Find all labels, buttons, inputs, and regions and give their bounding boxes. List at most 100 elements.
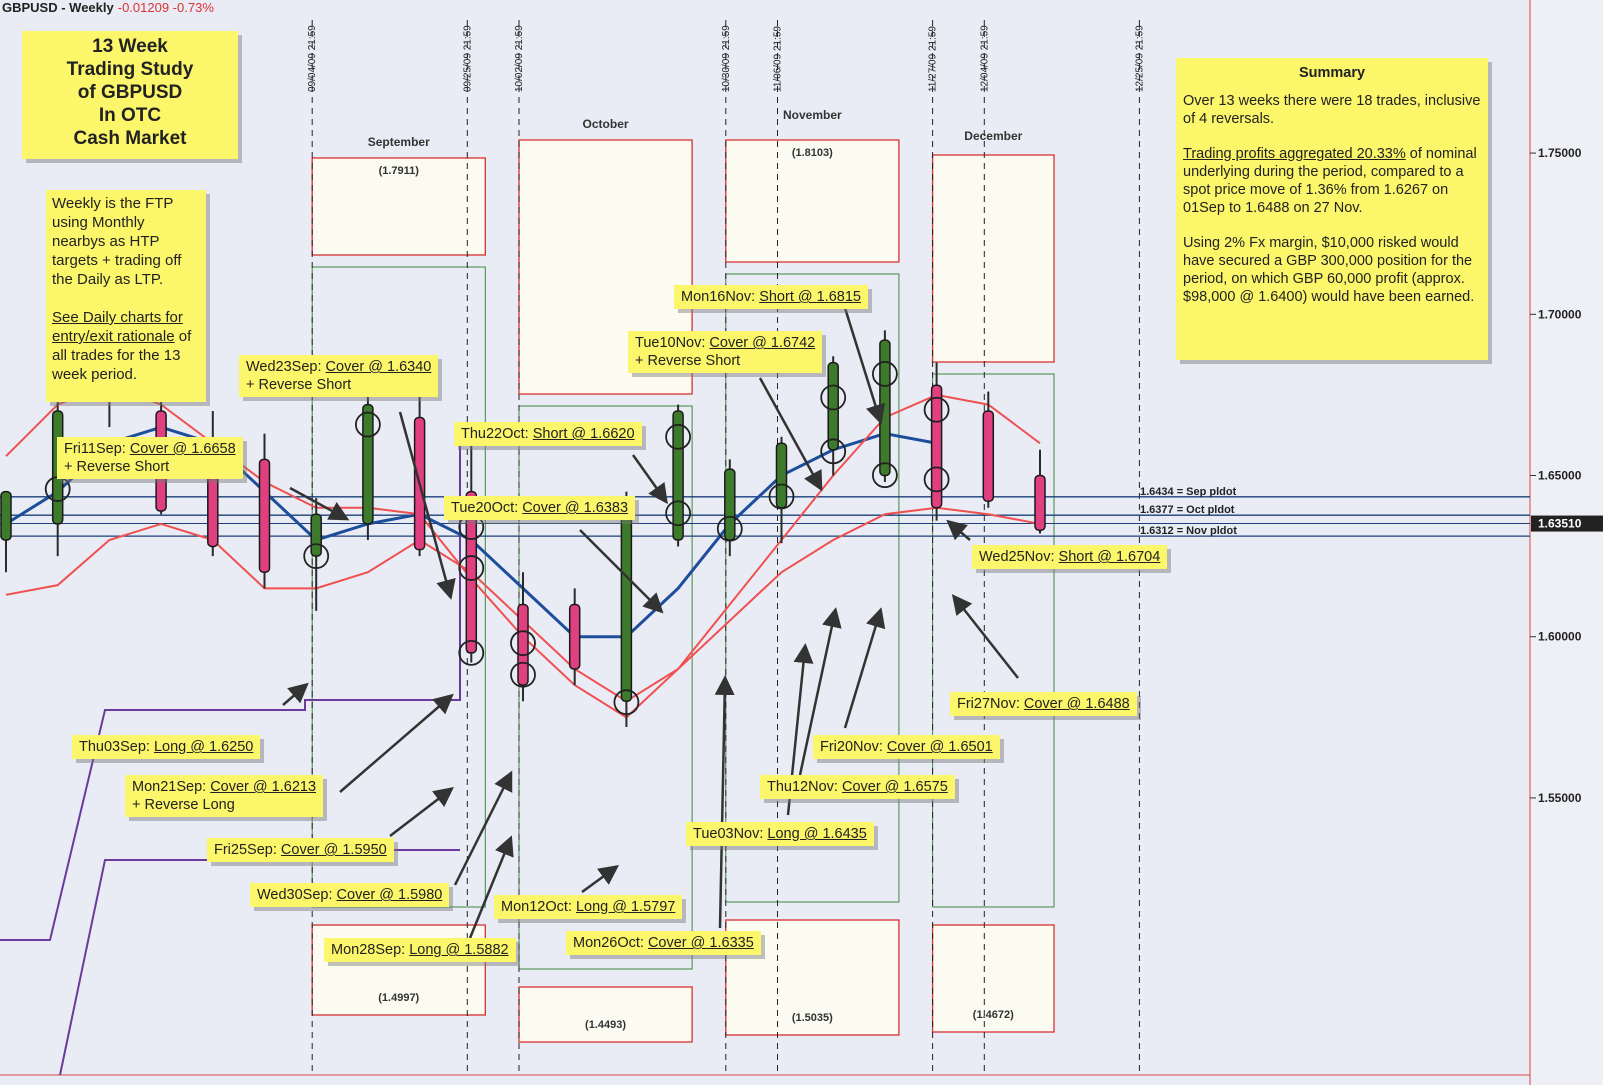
title-line: Trading Study bbox=[66, 59, 194, 80]
method-note: Weekly is the FTP using Monthly nearbys … bbox=[46, 190, 206, 402]
trade-note: Mon16Nov: Short @ 1.6815 bbox=[674, 285, 868, 309]
month-range-box bbox=[725, 273, 900, 903]
trade-action: Cover @ 1.5980 bbox=[336, 887, 443, 903]
symbol-label: GBPUSD - Weekly bbox=[2, 0, 114, 15]
trade-day: Mon16Nov: bbox=[681, 289, 756, 305]
y-tick-label: 1.65000 bbox=[1538, 469, 1582, 483]
summary-trades: Over 13 weeks there were 18 trades, incl… bbox=[1183, 93, 1481, 127]
month-low-label: (1.5035) bbox=[792, 1012, 833, 1024]
month-low-label: (1.4672) bbox=[973, 1009, 1014, 1021]
annotation-arrow bbox=[714, 675, 735, 929]
current-price-box bbox=[1531, 515, 1603, 532]
annotation-arrow bbox=[389, 786, 454, 837]
trade-action: Cover @ 1.6488 bbox=[1023, 696, 1130, 712]
candle-body bbox=[724, 468, 736, 541]
trade-action: Cover @ 1.6335 bbox=[647, 935, 754, 951]
trade-action: Cover @ 1.6383 bbox=[522, 500, 629, 516]
trade-marker bbox=[458, 639, 485, 666]
pivot-label: 1.6312 = Nov pldot bbox=[1140, 525, 1237, 537]
trade-note: Fri27Nov: Cover @ 1.6488 bbox=[950, 692, 1137, 716]
candle-body bbox=[0, 490, 12, 541]
method-text: Weekly is the FTP using Monthly nearbys … bbox=[52, 195, 182, 288]
trade-note: Thu12Nov: Cover @ 1.6575 bbox=[760, 775, 955, 799]
candle-body bbox=[982, 410, 995, 503]
trade-marker bbox=[716, 515, 743, 542]
trade-action: Short @ 1.6815 bbox=[759, 289, 861, 305]
candle-body bbox=[672, 410, 684, 541]
trade-note: Mon21Sep: Cover @ 1.6213+ Reverse Long bbox=[125, 775, 324, 817]
trade-note: Wed23Sep: Cover @ 1.6340+ Reverse Short bbox=[239, 355, 439, 397]
support-step-line bbox=[0, 430, 461, 941]
trade-action: Cover @ 1.6575 bbox=[841, 779, 948, 795]
trade-day: Fri11Sep: bbox=[64, 441, 126, 457]
study-title-note: 13 Week Trading Study of GBPUSD In OTC C… bbox=[22, 31, 238, 159]
trade-action: Cover @ 1.6213 bbox=[210, 779, 317, 795]
trade-action: Long @ 1.5797 bbox=[575, 899, 676, 915]
title-line: 13 Week bbox=[92, 36, 168, 57]
annotation-arrow bbox=[843, 307, 886, 425]
trade-note: Fri11Sep: Cover @ 1.6658+ Reverse Short bbox=[57, 437, 243, 479]
trade-day: Thu12Nov: bbox=[767, 779, 838, 795]
y-tick-label: 1.55000 bbox=[1538, 791, 1582, 805]
annotation-arrow bbox=[581, 865, 620, 894]
month-low-label: (1.4997) bbox=[378, 992, 419, 1004]
trade-marker bbox=[820, 384, 847, 411]
month-low-label: (1.4493) bbox=[585, 1019, 626, 1031]
current-price-label: 1.63510 bbox=[1538, 517, 1582, 531]
title-line: of GBPUSD bbox=[77, 82, 183, 103]
y-tick-label: 1.70000 bbox=[1538, 307, 1582, 321]
trade-marker bbox=[820, 438, 847, 465]
trade-marker bbox=[872, 462, 898, 489]
trade-extra: + Reverse Long bbox=[132, 797, 235, 813]
method-text-2: of all trades for the 13 week period. bbox=[52, 328, 192, 383]
trade-extra: + Reverse Short bbox=[246, 377, 352, 393]
pivot-label: 1.6377 = Oct pldot bbox=[1140, 504, 1235, 516]
trade-note: Tue20Oct: Cover @ 1.6383 bbox=[444, 496, 636, 520]
trade-day: Mon26Oct: bbox=[573, 935, 644, 951]
trade-day: Tue03Nov: bbox=[693, 826, 764, 842]
month-range-box bbox=[518, 405, 693, 970]
trade-marker bbox=[458, 555, 485, 581]
summary-title: Summary bbox=[1298, 65, 1366, 81]
summary-margin: Using 2% Fx margin, $10,000 risked would… bbox=[1183, 235, 1475, 305]
candle-body bbox=[879, 339, 891, 477]
y-tick-label: 1.75000 bbox=[1538, 146, 1582, 160]
annotation-arrow bbox=[843, 607, 886, 729]
annotation-arrow bbox=[798, 607, 842, 776]
trade-day: Thu03Sep: bbox=[79, 739, 150, 755]
title-line: Cash Market bbox=[73, 128, 187, 149]
trade-note: Tue10Nov: Cover @ 1.6742+ Reverse Short bbox=[628, 331, 823, 373]
month-high-box bbox=[931, 154, 1055, 363]
trade-marker bbox=[354, 411, 381, 438]
trade-action: Cover @ 1.5950 bbox=[280, 842, 387, 858]
week-label: 12/04/09 21:59 bbox=[979, 25, 990, 92]
week-label: 10/02/09 21:59 bbox=[514, 25, 525, 92]
trade-marker bbox=[303, 543, 330, 570]
price-axis-area bbox=[1530, 0, 1603, 1085]
trade-day: Wed25Nov: bbox=[979, 549, 1055, 565]
candle-body bbox=[620, 500, 633, 702]
trade-action: Cover @ 1.6742 bbox=[709, 335, 816, 351]
candle-body bbox=[517, 603, 529, 686]
trade-marker bbox=[923, 466, 950, 493]
trade-note: Thu03Sep: Long @ 1.6250 bbox=[72, 735, 261, 759]
trade-day: Mon12Oct: bbox=[501, 899, 572, 915]
trade-marker bbox=[665, 423, 691, 450]
trade-note: Wed25Nov: Short @ 1.6704 bbox=[972, 545, 1168, 569]
y-tick-label: 1.60000 bbox=[1538, 630, 1582, 644]
candle-body bbox=[465, 490, 478, 654]
month-low-box bbox=[931, 924, 1055, 1033]
month-high-box bbox=[311, 157, 486, 256]
trade-action: Short @ 1.6704 bbox=[1058, 549, 1161, 565]
chart-header: GBPUSD - Weekly-0.01209 -0.73% bbox=[2, 0, 214, 15]
change-label: -0.01209 -0.73% bbox=[117, 0, 214, 15]
trade-note: Fri20Nov: Cover @ 1.6501 bbox=[813, 735, 1000, 759]
daily-charts-link[interactable]: See Daily charts for entry/exit rational… bbox=[52, 309, 183, 345]
trade-marker bbox=[613, 689, 640, 716]
trade-day: Fri27Nov: bbox=[957, 696, 1020, 712]
candle-body bbox=[310, 513, 322, 557]
trade-note: Tue03Nov: Long @ 1.6435 bbox=[686, 822, 874, 846]
trade-extra: + Reverse Short bbox=[64, 459, 170, 475]
trade-marker bbox=[510, 630, 536, 657]
trade-day: Fri25Sep: bbox=[214, 842, 277, 858]
